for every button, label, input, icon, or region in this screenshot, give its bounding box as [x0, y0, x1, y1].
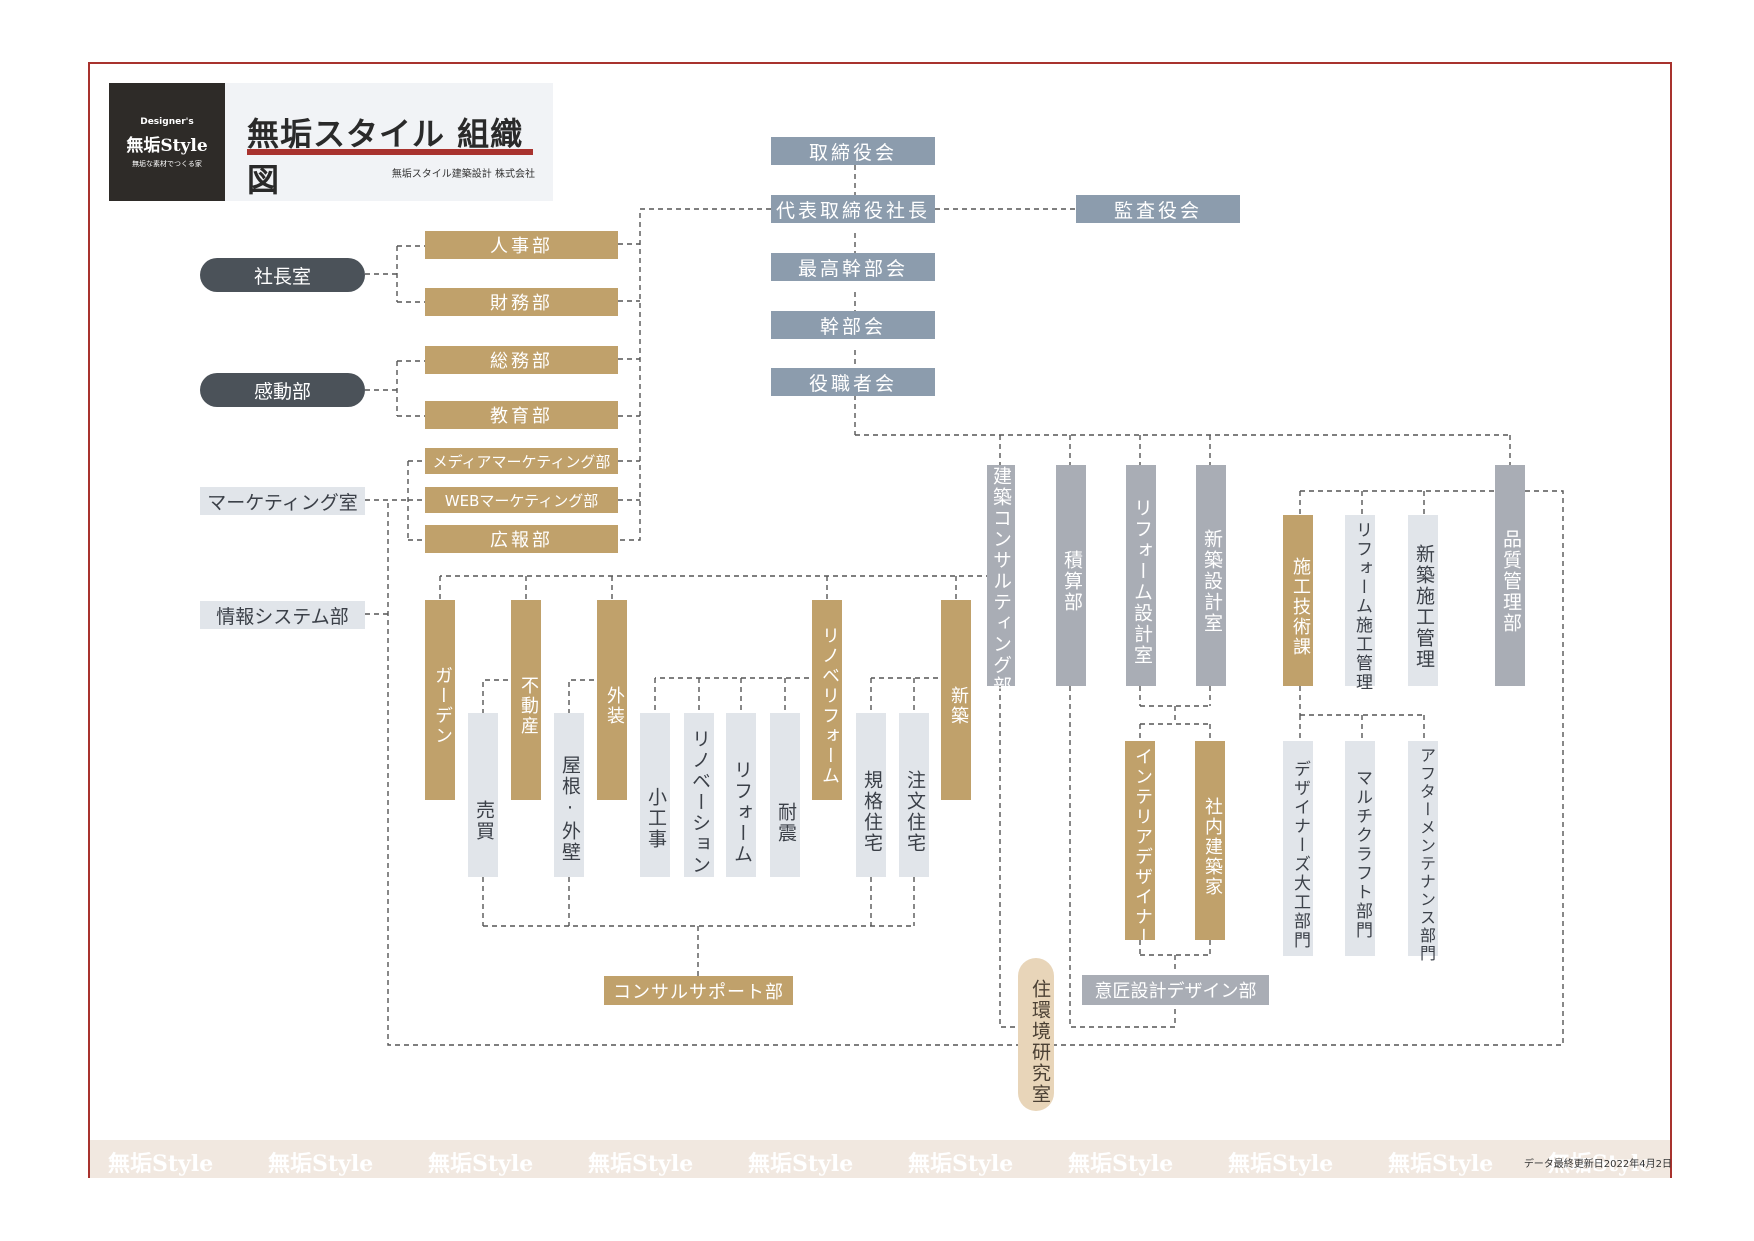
node-aftercare: アフターメンテナンス部門 — [1408, 741, 1438, 963]
node-renovation-reform: リノベリフォーム — [812, 600, 842, 800]
node-consult-support: コンサルサポート部 — [604, 976, 793, 1005]
title-underline — [247, 149, 533, 155]
node-media-marketing: メディアマーケティング部 — [425, 448, 618, 474]
company-logo: Designer's 無垢Style 無垢な素材でつくる家 — [109, 83, 225, 201]
watermark-text: 無垢Style — [428, 1151, 534, 1177]
node-construction-tech: 施工技術課 — [1283, 515, 1313, 686]
last-updated: データ最終更新日2022年4月2日 — [1523, 1159, 1672, 1170]
logo-header: Designer's 無垢Style 無垢な素材でつくる家 無垢スタイル 組織図… — [109, 83, 553, 201]
node-renovation: リノベーション — [684, 713, 714, 877]
node-web-marketing: WEBマーケティング部 — [425, 487, 618, 513]
node-officers: 役職者会 — [771, 368, 935, 396]
watermark-text: 無垢Style — [1228, 1151, 1334, 1177]
node-executive-meeting: 幹部会 — [771, 311, 935, 339]
node-general-affairs: 総務部 — [425, 346, 618, 374]
node-standard-home: 規格住宅 — [856, 713, 886, 877]
node-finance: 財務部 — [425, 288, 618, 316]
node-estimating: 積算部 — [1056, 465, 1086, 686]
node-newbuild-design: 新築設計室 — [1196, 465, 1226, 686]
watermark-text: 無垢Style — [748, 1151, 854, 1177]
logo-small-text: Designer's — [140, 117, 194, 127]
node-multicraft: マルチクラフト部門 — [1345, 741, 1375, 956]
node-research: 住環境研究室 — [1018, 958, 1054, 1111]
node-presidents-office: 社長室 — [200, 258, 365, 292]
watermark-text: 無垢Style — [588, 1151, 694, 1177]
watermark-text: 無垢Style — [1068, 1151, 1174, 1177]
node-education: 教育部 — [425, 401, 618, 429]
node-auditor: 監査役会 — [1076, 195, 1240, 223]
node-consulting: 建築コンサルティング部 — [987, 465, 1015, 697]
node-president: 代表取締役社長 — [771, 195, 935, 223]
node-roof-wall: 屋根·外壁 — [554, 713, 584, 877]
watermark-text: 無垢Style — [108, 1151, 214, 1177]
node-architect: 社内建築家 — [1195, 741, 1225, 940]
node-pr: 広報部 — [425, 525, 618, 553]
node-newbuild-construction: 新築施工管理 — [1408, 515, 1438, 686]
node-info-systems: 情報システム部 — [200, 601, 365, 629]
node-board: 取締役会 — [771, 137, 935, 165]
node-small-works: 小工事 — [640, 713, 670, 877]
node-reform-design: リフォーム設計室 — [1126, 465, 1156, 686]
node-garden: ガーデン — [425, 600, 455, 800]
node-inspiration: 感動部 — [200, 373, 365, 407]
watermark-text: 無垢Style — [908, 1151, 1014, 1177]
node-reform-construction: リフォーム施工管理 — [1345, 515, 1375, 692]
logo-tagline: 無垢な素材でつくる家 — [132, 160, 202, 168]
node-quality: 品質管理部 — [1495, 465, 1525, 686]
watermark-text: 無垢Style — [268, 1151, 374, 1177]
node-hr: 人事部 — [425, 231, 618, 259]
node-reform: リフォーム — [726, 713, 756, 877]
node-realestate: 不動産 — [511, 600, 541, 800]
node-top-executive: 最高幹部会 — [771, 253, 935, 281]
node-trade: 売買 — [468, 713, 498, 877]
node-interior-designer: インテリアデザイナー — [1125, 741, 1155, 947]
node-carpenter: デザイナーズ大工部門 — [1283, 741, 1313, 956]
watermark-text: 無垢Style — [1388, 1151, 1494, 1177]
logo-main-text: 無垢Style — [126, 136, 208, 156]
watermark-strip: 無垢Style 無垢Style 無垢Style 無垢Style 無垢Style … — [90, 1140, 1670, 1178]
node-exterior: 外装 — [597, 600, 627, 800]
watermark-text: 無垢Style — [1548, 1151, 1654, 1177]
node-marketing: マーケティング室 — [200, 487, 365, 515]
node-custom-home: 注文住宅 — [899, 713, 929, 877]
node-seismic: 耐震 — [770, 713, 800, 877]
page-title: 無垢スタイル 組織図 — [247, 115, 524, 199]
node-design-dept: 意匠設計デザイン部 — [1082, 975, 1269, 1005]
company-name: 無垢スタイル建築設計 株式会社 — [391, 169, 535, 180]
node-newbuild: 新築 — [941, 600, 971, 800]
